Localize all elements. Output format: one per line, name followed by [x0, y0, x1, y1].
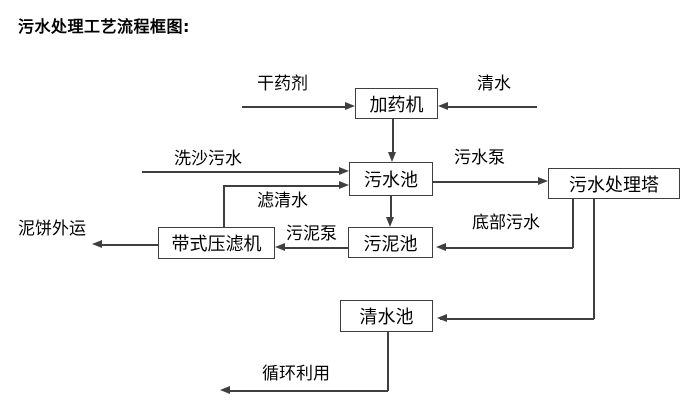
flow-line-sand-washing-shaft [142, 171, 342, 173]
edge-label-filtered-water: 滤清水 [257, 191, 308, 211]
flow-line-bottom-sewage-shaft [443, 247, 573, 249]
flow-line-filtered-water-riser [223, 185, 225, 228]
flow-line-sludge-pump-shaft [282, 247, 348, 249]
arrowhead-into-dosing-left [345, 102, 355, 110]
arrowhead-recycle-arrow [220, 386, 230, 394]
flow-line-tower-to-clean-pool [440, 318, 594, 320]
node-sewage-pool: 污水池 [349, 162, 433, 196]
page-title: 污水处理工艺流程框图: [18, 17, 190, 36]
flow-line-sewage-to-sludge [390, 196, 392, 220]
edge-label-sludge-pump: 污泥泵 [286, 224, 337, 244]
flow-line-recycle-shaft [227, 390, 388, 392]
flow-line-dry-agent-shaft [242, 106, 348, 108]
edge-label-bottom-sewage: 底部污水 [472, 213, 540, 233]
edge-label-sewage-pump: 污水泵 [454, 148, 505, 168]
flow-line-mud-cake-shaft [99, 244, 158, 246]
flow-line-sewage-pump-shaft [433, 181, 541, 183]
edge-label-mud-cake-out: 泥饼外运 [18, 219, 86, 239]
flow-line-filtered-water-shaft [223, 185, 342, 187]
node-dosing-machine: 加药机 [355, 88, 438, 119]
arrowhead-into-press [275, 243, 285, 251]
arrowhead-into-clean-pool [437, 314, 447, 322]
arrowhead-into-tower [538, 177, 548, 185]
flow-line-clean-pool-down [387, 331, 389, 391]
edge-label-clean-water: 清水 [477, 74, 511, 94]
arrowhead-filtered-into-pool [339, 181, 349, 189]
node-sludge-pool: 污泥池 [348, 227, 433, 258]
arrowhead-into-sludge-pool-top [386, 217, 394, 227]
flow-line-tower-leg-right [593, 198, 595, 319]
node-clean-water-pool: 清水池 [340, 300, 433, 332]
arrowhead-into-sewage-pool-top [388, 152, 396, 162]
flow-line-dosing-to-sewage-pool [392, 118, 394, 156]
arrowhead-mud-cake-arrow [92, 240, 102, 248]
edge-label-dry-agent: 干药剂 [257, 74, 308, 94]
arrowhead-sand-washing-into-pool [339, 167, 349, 175]
edge-label-recycle-reuse: 循环利用 [262, 364, 330, 384]
edge-label-sand-washing-sewage: 洗沙污水 [174, 149, 242, 169]
flow-line-clean-water-shaft [444, 106, 537, 108]
node-treatment-tower: 污水处理塔 [548, 168, 680, 199]
arrowhead-into-dosing-right [438, 102, 448, 110]
flow-line-tower-leg-left [572, 198, 574, 248]
node-belt-filter-press: 带式压滤机 [158, 227, 275, 259]
arrowhead-bottom-into-sludge [436, 243, 446, 251]
